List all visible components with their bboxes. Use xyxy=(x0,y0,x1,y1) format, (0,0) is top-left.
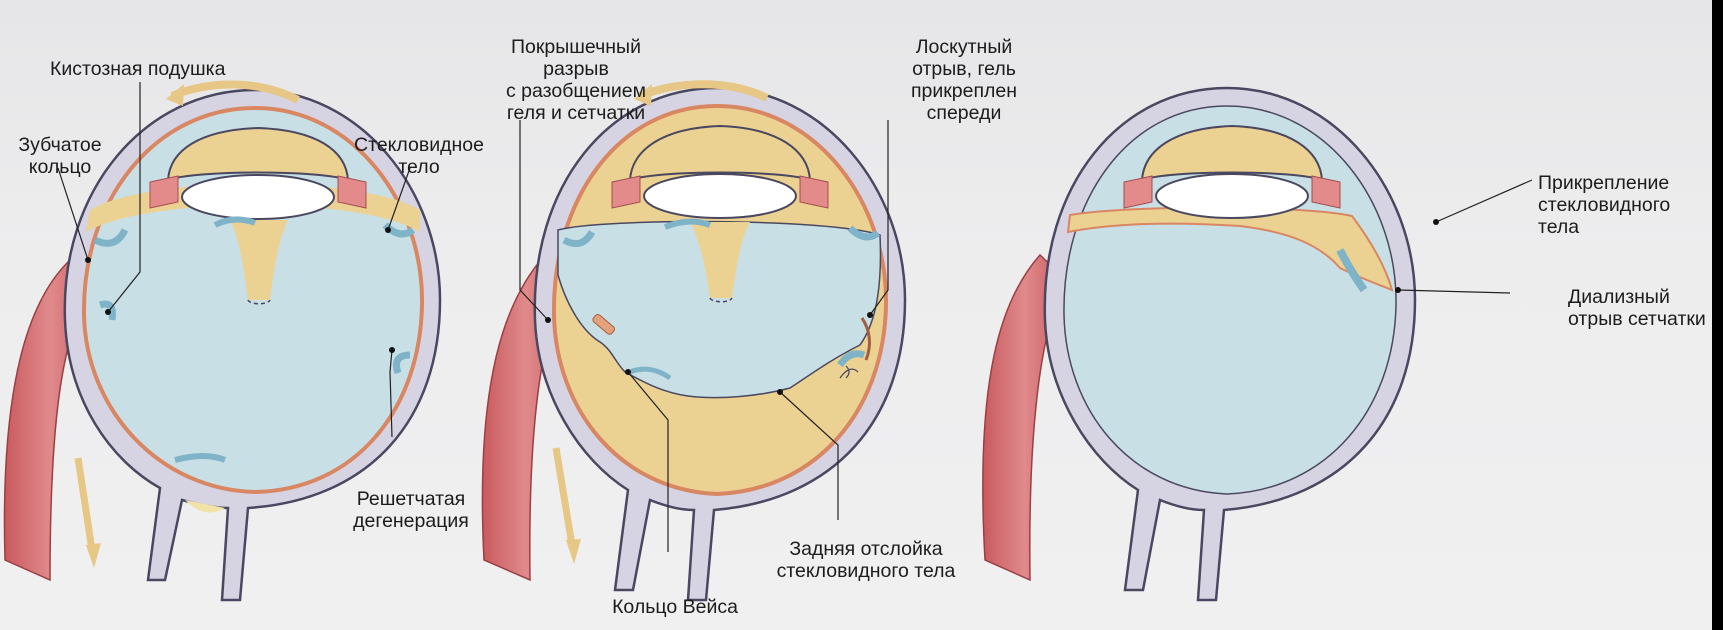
label-posterior-detachment: Задняя отслойка стекловидного тела xyxy=(760,538,972,582)
label-flap-tear: Лоскутный отрыв, гель прикреплен спереди xyxy=(890,36,1038,124)
eye-2 xyxy=(482,84,905,600)
label-vitreous-body: Стекловидное тело xyxy=(345,134,493,178)
label-dialysis: Диализный отрыв сетчатки xyxy=(1568,286,1706,330)
eye-3-lens xyxy=(1156,174,1308,218)
label-vitreous-attachment: Прикрепление стекловидного тела xyxy=(1538,172,1670,238)
eye-2-lens xyxy=(644,174,796,218)
label-cystic-cushion: Кистозная подушка xyxy=(50,58,225,80)
label-lattice-degeneration: Решетчатая дегенерация xyxy=(350,488,472,532)
eye-3 xyxy=(983,88,1415,600)
eye-1-lens xyxy=(182,175,334,219)
label-ora-serrata: Зубчатое кольцо xyxy=(8,134,112,178)
label-operculated-tear: Покрышечный разрыв с разобщением геля и … xyxy=(476,36,676,124)
label-weiss-ring: Кольцо Вейса xyxy=(590,596,760,618)
